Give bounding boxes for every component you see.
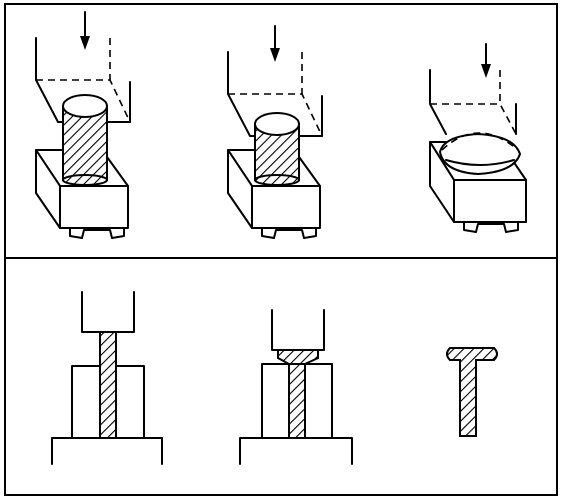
heading-stage-2	[239, 309, 353, 465]
upset-stage-3	[429, 43, 527, 233]
heading-punch	[81, 291, 135, 333]
heading-stage-1	[51, 291, 163, 465]
die-left-edge	[429, 69, 447, 135]
anvil-front	[251, 185, 321, 229]
anvil-base	[69, 227, 125, 239]
base-die	[51, 437, 163, 465]
die-left-edge	[35, 37, 64, 123]
upset-head	[277, 349, 319, 365]
upsetting-panel	[35, 11, 527, 239]
workpiece-bottom	[62, 174, 108, 186]
anvil-side	[429, 141, 455, 223]
upset-stage-2	[227, 25, 323, 239]
die-left-edge	[227, 51, 256, 137]
heading-panel	[51, 291, 498, 465]
bar-stock	[288, 363, 306, 439]
anvil-base	[463, 221, 519, 233]
workpiece-top	[254, 112, 300, 136]
workpiece-bottom	[254, 174, 300, 186]
base-die	[239, 437, 353, 465]
down-arrow-icon	[80, 36, 90, 50]
flattened-workpiece	[439, 133, 521, 175]
down-arrow-icon	[270, 48, 280, 62]
heading-punch	[271, 309, 325, 351]
workpiece-hidden-top	[441, 132, 519, 151]
workpiece-top	[62, 94, 108, 118]
finished-headed-part	[446, 347, 498, 437]
workpiece-bulge	[445, 159, 515, 166]
anvil-front	[59, 185, 129, 229]
bar-stock	[99, 331, 117, 439]
anvil-side	[35, 149, 61, 229]
upset-stage-1	[35, 11, 131, 239]
heading-stage-3	[446, 347, 498, 437]
figure-frame	[4, 3, 558, 496]
anvil-side	[227, 149, 253, 229]
anvil-front	[453, 179, 527, 223]
anvil-base	[261, 227, 317, 239]
down-arrow-icon	[481, 64, 491, 78]
